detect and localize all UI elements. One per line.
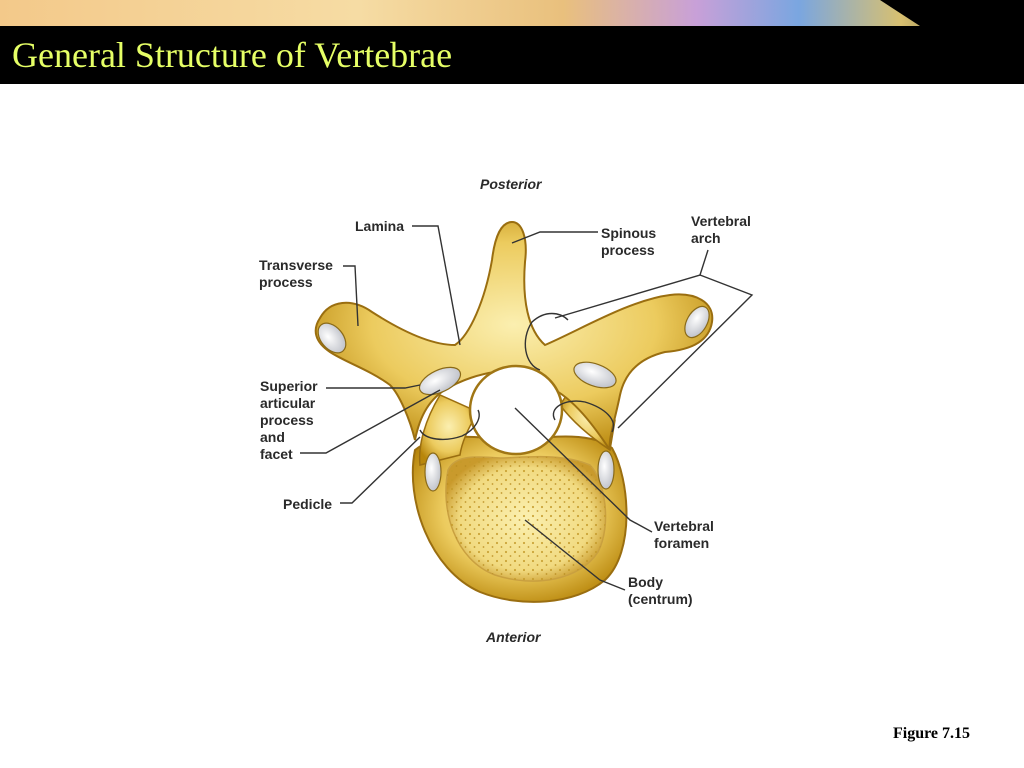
label-transverse-process-1: Transverse <box>259 257 333 273</box>
label-superior-articular-5: facet <box>260 446 293 462</box>
leader-lines <box>300 225 754 591</box>
label-body-1: Body <box>628 574 663 590</box>
label-vertebral-foramen-1: Vertebral <box>654 518 714 534</box>
slide-title: General Structure of Vertebrae <box>12 35 453 75</box>
label-pedicle: Pedicle <box>283 496 332 512</box>
label-vertebral-arch-2: arch <box>691 230 721 246</box>
label-superior-articular-4: and <box>260 429 285 445</box>
label-superior-articular-1: Superior <box>260 378 318 394</box>
header-decoration <box>0 0 1024 26</box>
label-spinous-process-1: Spinous <box>601 225 656 241</box>
label-superior-articular-3: process <box>260 412 314 428</box>
vertebral-arch-shape <box>314 220 714 451</box>
label-spinous-process-2: process <box>601 242 655 258</box>
label-body-2: (centrum) <box>628 591 693 607</box>
label-vertebral-arch-1: Vertebral <box>691 213 751 229</box>
figure-caption: Figure 7.15 <box>892 725 970 742</box>
label-lamina: Lamina <box>355 218 404 234</box>
label-anterior: Anterior <box>485 629 542 645</box>
label-posterior: Posterior <box>480 176 543 192</box>
title-bar: General Structure of Vertebrae <box>0 26 1024 84</box>
label-superior-articular-2: articular <box>260 395 316 411</box>
articular-facets <box>317 305 710 492</box>
vertebral-body <box>411 435 628 603</box>
label-transverse-process-2: process <box>259 274 313 290</box>
label-vertebral-foramen-2: foramen <box>654 535 709 551</box>
